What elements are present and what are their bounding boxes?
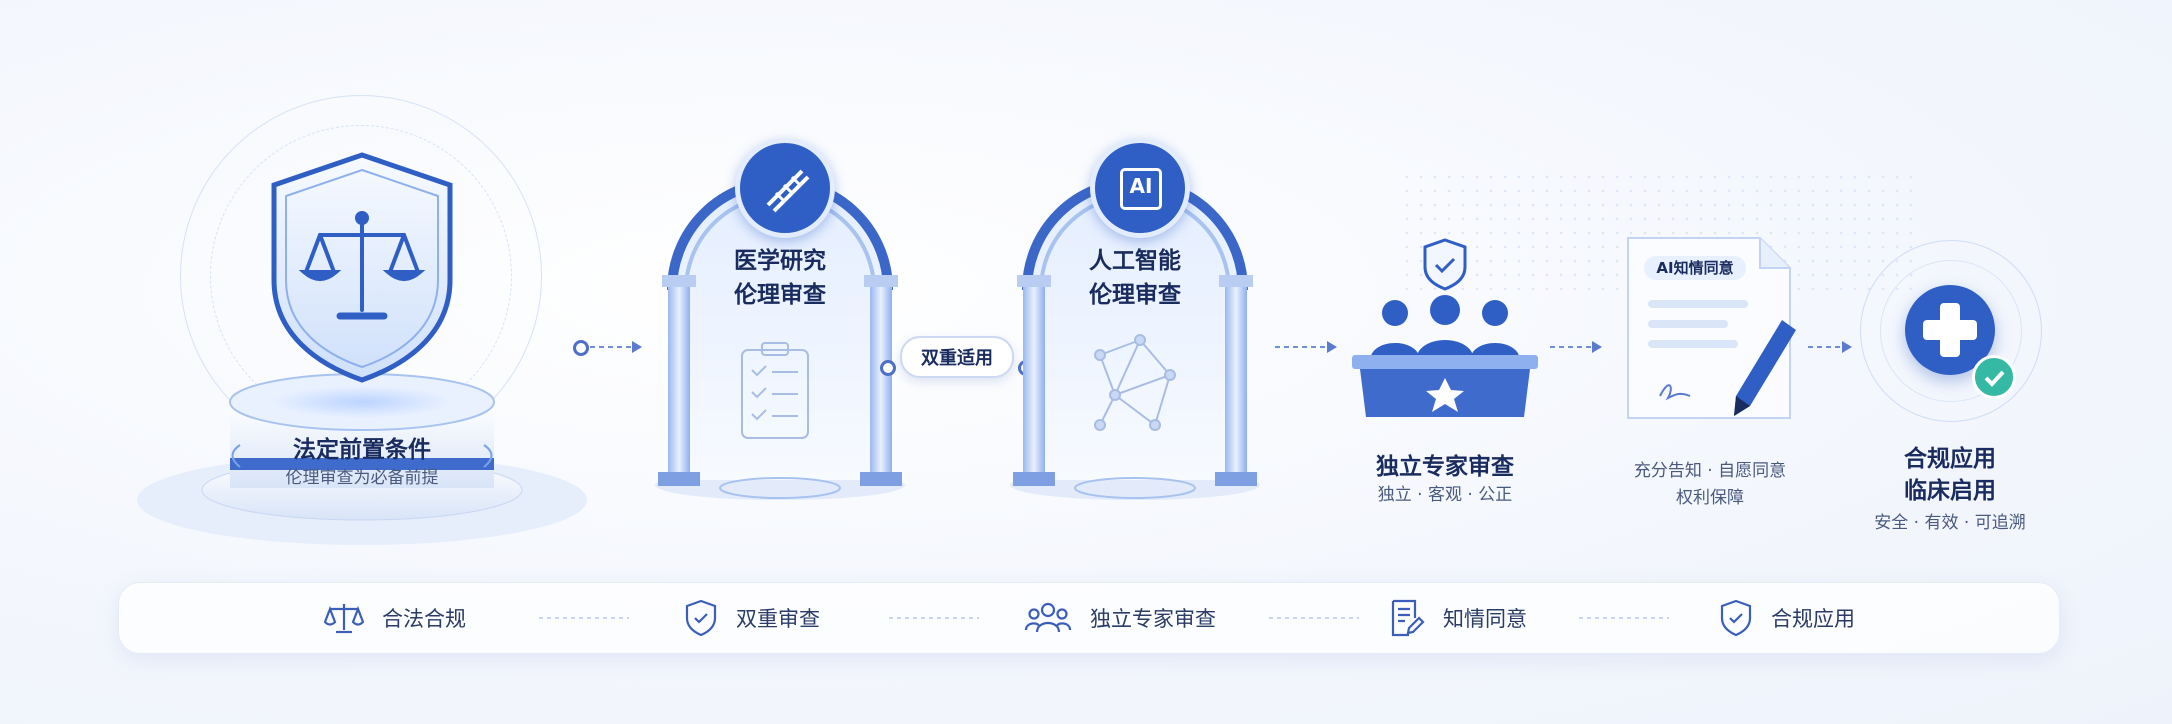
summary-item-dual-review: 双重审查 [684, 583, 820, 653]
consent-document-title: AI知情同意 [1644, 256, 1746, 280]
ai-step-title-line1: 人工智能 [1089, 248, 1181, 274]
dna-icon [735, 138, 835, 238]
medical-step-title-line2: 伦理审查 [734, 282, 826, 308]
ai-arch-illustration [1010, 177, 1260, 500]
summary-divider [889, 617, 979, 619]
legal-step-title: 法定前置条件 [293, 437, 431, 463]
dual-connector-left-dot [880, 360, 896, 376]
summary-item-legal: 合法合规 [324, 583, 466, 653]
pen-icon [1734, 320, 1796, 416]
flow-arrow [590, 341, 642, 353]
summary-item-label: 合规应用 [1771, 607, 1855, 631]
ai-ethics-review-step: AI 人工智能 伦理审查 [1005, 138, 1265, 500]
summary-item-label: 双重审查 [736, 607, 820, 631]
medical-ethics-review-step: 医学研究 伦理审查 [650, 138, 910, 500]
clinical-step-title-line1: 合规应用 [1904, 446, 1996, 472]
summary-item-consent: 知情同意 [1389, 583, 1527, 653]
shield-podium-illustration [137, 152, 587, 545]
flow-arrow [1550, 341, 1602, 353]
legal-precondition-step: 法定前置条件 伦理审查为必备前提 [120, 140, 600, 560]
shield-check-icon [685, 599, 717, 637]
medical-step-title-line1: 医学研究 [734, 248, 826, 274]
summary-divider [1269, 617, 1359, 619]
ai-chip-icon: AI [1090, 138, 1190, 238]
summary-item-compliance: 合规应用 [1719, 583, 1855, 653]
expert-step-subtitle: 独立 · 客观 · 公正 [1377, 485, 1513, 505]
flow-arrow [1275, 341, 1337, 353]
clipboard-checklist-icon [741, 342, 809, 439]
decorative-ring [1860, 240, 2042, 422]
summary-item-label: 独立专家审查 [1090, 607, 1216, 631]
consent-step-line2: 权利保障 [1676, 488, 1744, 508]
summary-item-experts: 独立专家审查 [1024, 583, 1216, 653]
summary-item-label: 合法合规 [382, 607, 466, 631]
flow-arrow [1808, 341, 1852, 353]
summary-item-label: 知情同意 [1443, 607, 1527, 631]
informed-consent-step: AI知情同意 充分告知 · 自愿同意 权利保障 [1610, 228, 1810, 508]
neural-network-icon [1094, 334, 1176, 431]
check-badge-icon [1972, 355, 2016, 399]
scales-icon [298, 211, 426, 320]
decorative-ring [1880, 260, 2022, 402]
clinical-step-title-line2: 临床启用 [1904, 478, 1996, 504]
medical-arch-illustration [655, 177, 905, 500]
ai-step-title-line2: 伦理审查 [1089, 282, 1181, 308]
flow-connector-dot [573, 340, 589, 356]
summary-bar: 合法合规 双重审查 独立专家审查 知情同意 合规应用 [118, 582, 2060, 654]
clinical-application-step: 合规应用 临床启用 安全 · 有效 · 可追溯 [1850, 230, 2050, 550]
document-sign-icon [1391, 599, 1425, 637]
legal-step-subtitle: 伦理审查为必备前提 [285, 468, 439, 488]
people-icon [1024, 602, 1072, 633]
scales-icon [324, 604, 364, 634]
shield-check-icon [1720, 599, 1752, 637]
ai-chip-label: AI [1129, 174, 1153, 198]
consent-step-line1: 充分告知 · 自愿同意 [1633, 461, 1787, 481]
expert-panel-illustration [1352, 238, 1538, 417]
independent-expert-review-step: 独立专家审查 独立 · 客观 · 公正 [1340, 235, 1550, 505]
summary-divider [1579, 617, 1669, 619]
summary-divider [539, 617, 629, 619]
dual-applicability-pill: 双重适用 [900, 336, 1014, 378]
consent-document-illustration [1627, 237, 1796, 419]
clinical-step-subtitle: 安全 · 有效 · 可追溯 [1874, 513, 2026, 533]
expert-step-title: 独立专家审查 [1376, 454, 1514, 480]
